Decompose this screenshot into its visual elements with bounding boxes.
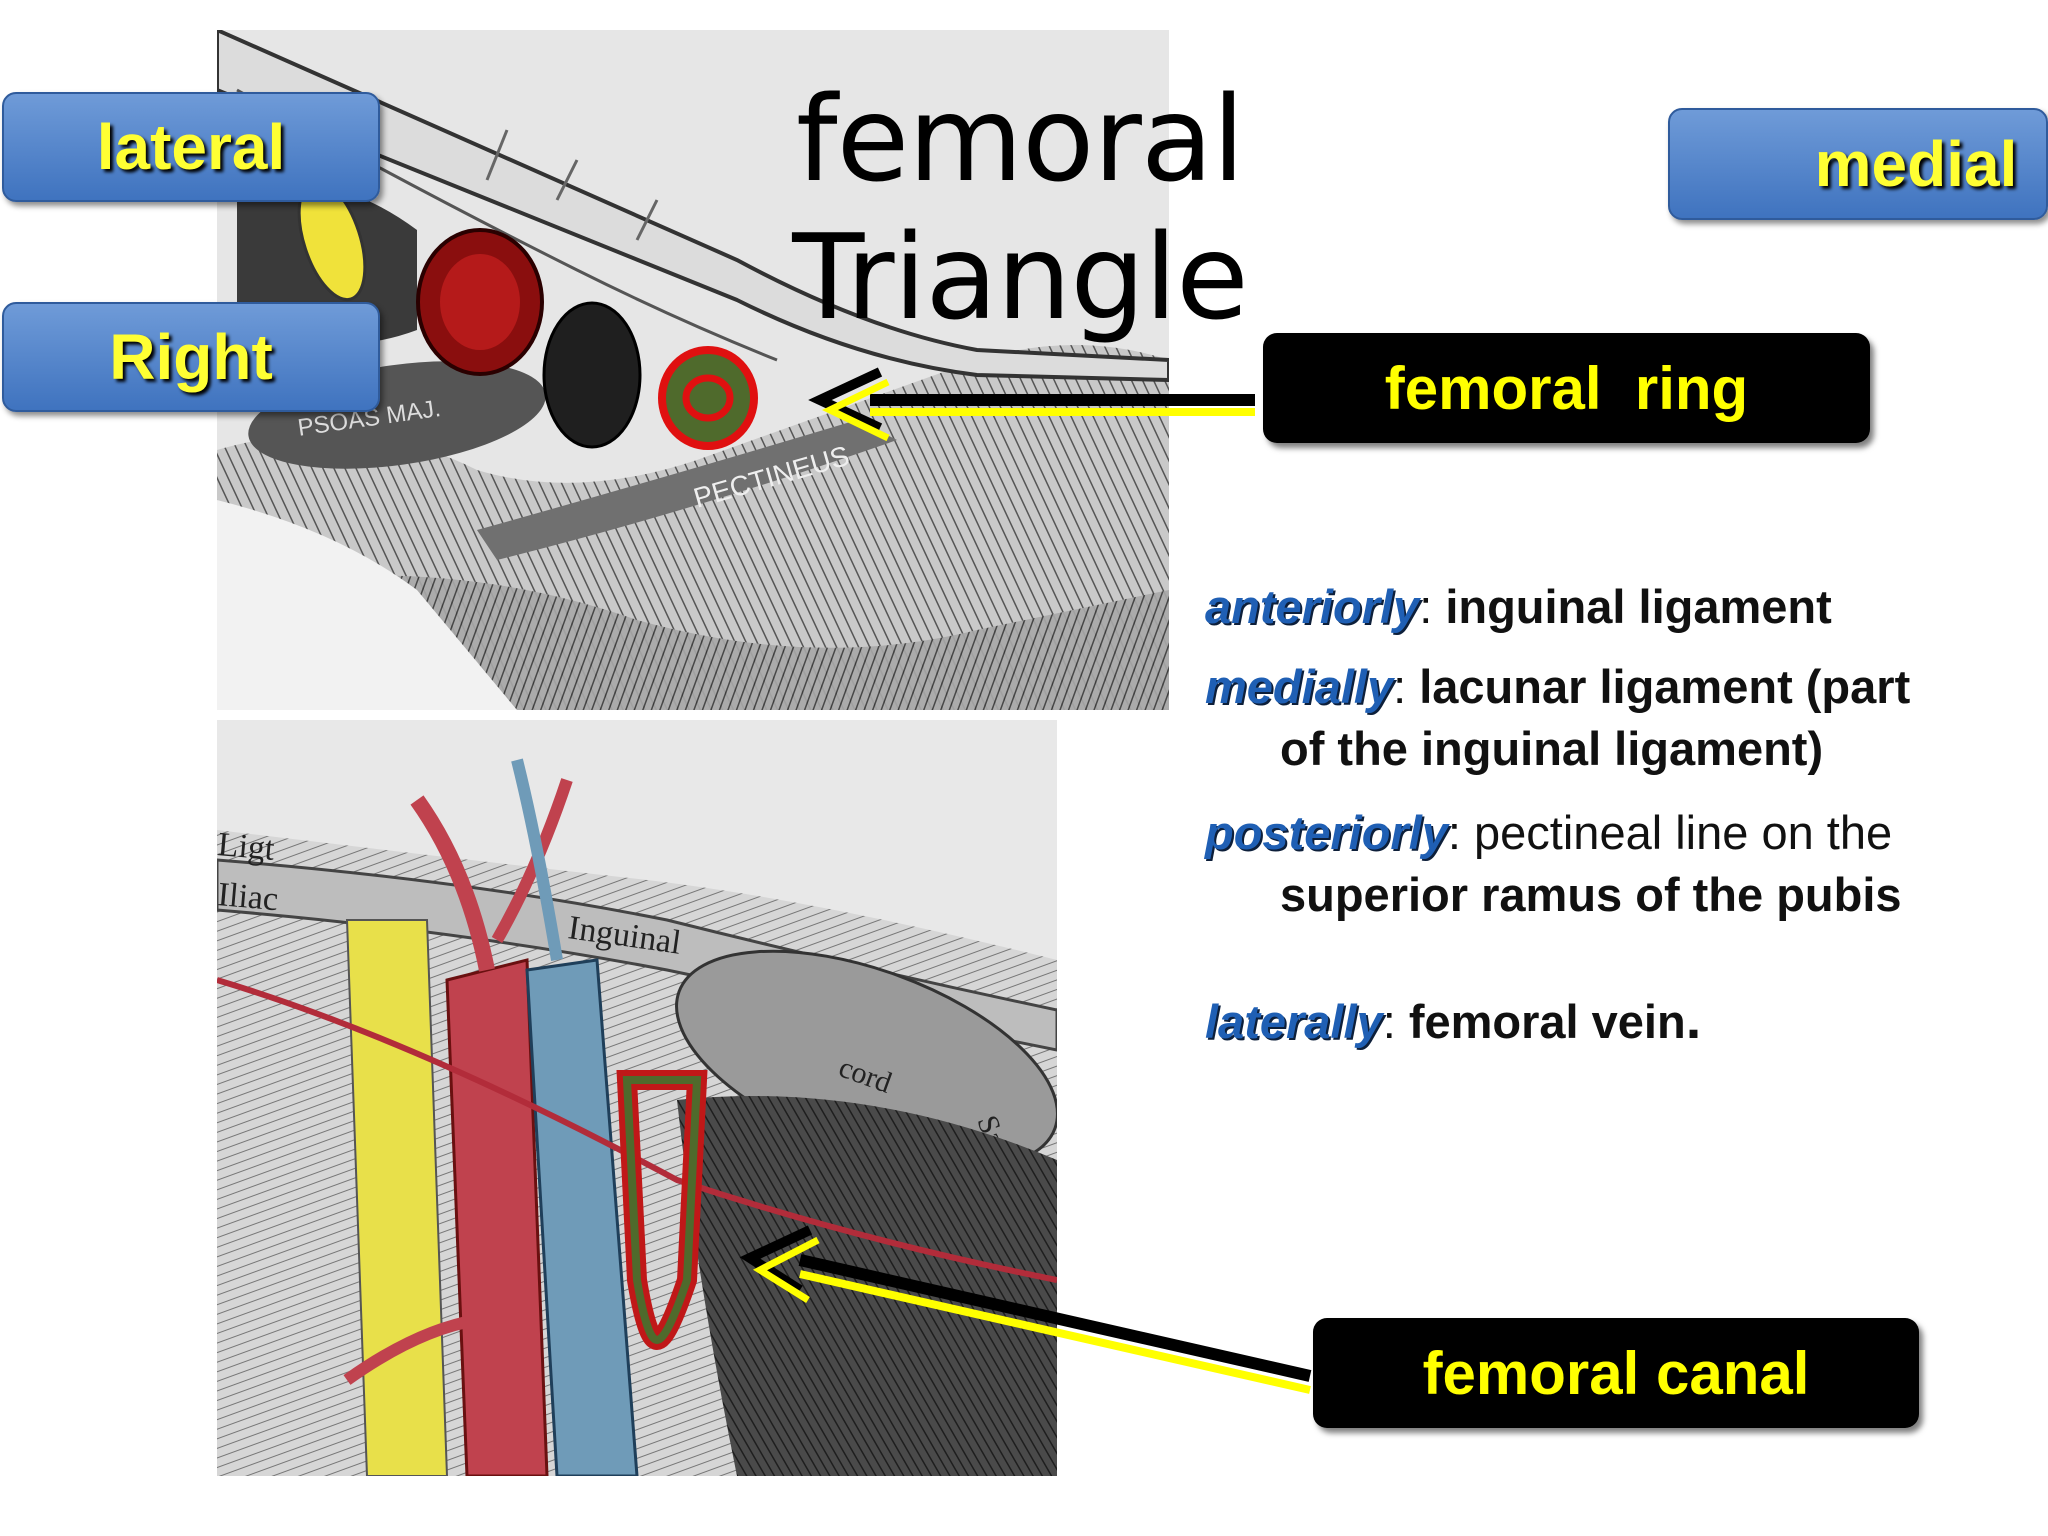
femoral-canal-text: femoral canal [1422, 1339, 1810, 1407]
medial-text-1: lacunar ligament (part [1419, 660, 1911, 713]
medial-colon: : [1393, 660, 1420, 713]
lateral-label-text: lateral [96, 111, 286, 183]
anterior-text: inguinal ligament [1445, 580, 1832, 633]
lateral-term: laterally [1205, 995, 1383, 1048]
posterior-text-2: superior ramus of the pubis [1280, 868, 1902, 921]
anterior-term: anteriorly [1205, 580, 1420, 633]
medial-label-text: medial [1814, 128, 2018, 200]
lateral-end-dot: . [1685, 987, 1702, 1050]
medial-text-2: of the inguinal ligament) [1280, 722, 1824, 775]
iliac-label: Iliac [217, 876, 280, 918]
right-label-text: Right [109, 321, 273, 393]
posterior-term: posteriorly [1205, 806, 1448, 859]
anterior-colon: : [1419, 580, 1446, 633]
posterior-colon: : [1447, 806, 1475, 859]
lateral-text: femoral vein [1408, 995, 1686, 1048]
slide-title: femoral Triangle [792, 70, 1248, 346]
lateral-label-button: lateral [2, 92, 380, 202]
boundary-lateral: laterally: femoral vein. [1205, 988, 2005, 1053]
femoral-canal-callout: femoral canal [1313, 1318, 1919, 1428]
lateral-colon: : [1382, 995, 1409, 1048]
boundary-anterior: anteriorly: inguinal ligament [1205, 576, 2005, 638]
femoral-ring-text: femoral ring [1384, 354, 1749, 422]
femoral-ring-callout: femoral ring [1263, 333, 1870, 443]
boundary-medial: medially: lacunar ligament (part of the … [1205, 656, 2005, 780]
anterior-view-illustration: Inguinal Ligt Iliac cord Saph [217, 720, 1057, 1476]
boundary-posterior: posteriorly: pectineal line on the super… [1205, 802, 2005, 926]
medial-label-button: medial [1668, 108, 2048, 220]
posterior-text-1: pectineal line on the [1474, 806, 1893, 859]
medial-term: medially [1205, 660, 1394, 713]
cross-section-illustration: PSOAS MAJ. PECTINEUS [217, 30, 1169, 710]
ligament-left-label: Ligt [217, 826, 277, 868]
right-label-button: Right [2, 302, 380, 412]
